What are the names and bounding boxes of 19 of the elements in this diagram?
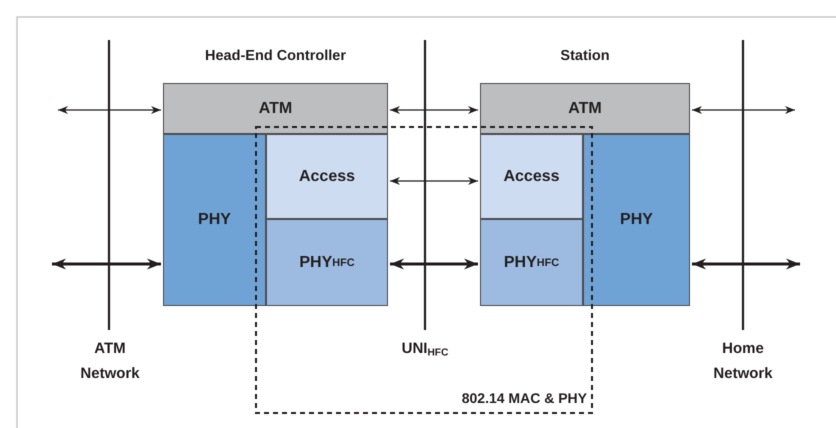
double-arrow xyxy=(390,177,478,185)
boundary-label: 802.14 MAC & PHY xyxy=(460,389,587,408)
access-layer: Access xyxy=(480,134,583,219)
atm-layer: ATM xyxy=(480,83,690,134)
phy-layer: PHY xyxy=(583,134,690,306)
group-title: Head-End Controller xyxy=(204,48,347,64)
network-label: ATM Network xyxy=(79,339,141,384)
group-title: Station xyxy=(559,48,611,64)
double-arrow xyxy=(692,106,795,114)
phy-layer: PHY xyxy=(163,134,266,306)
double-arrow xyxy=(390,258,478,270)
double-arrow xyxy=(692,258,800,270)
double-arrow xyxy=(390,106,478,114)
atm-layer: ATM xyxy=(163,83,388,134)
double-arrow xyxy=(52,258,161,270)
access-layer: Access xyxy=(266,134,388,219)
double-arrow xyxy=(58,106,161,114)
network-label: Home Network xyxy=(712,339,774,384)
network-label: UNI$_{HFC}$ xyxy=(400,339,450,361)
